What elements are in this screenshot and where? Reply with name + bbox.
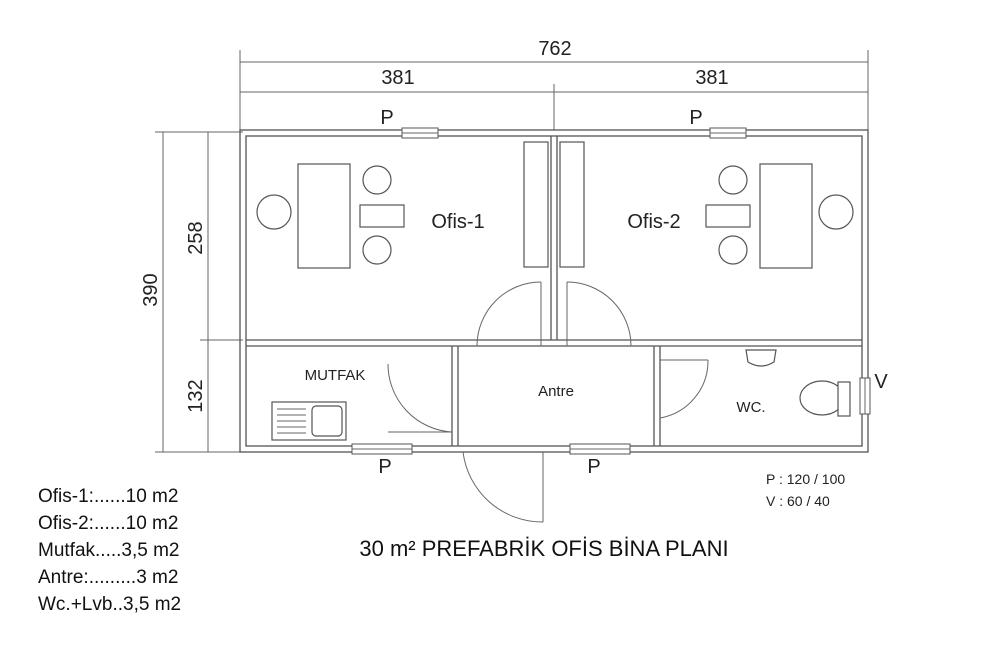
area-item: Antre:.........3 m2 — [38, 567, 178, 588]
room-label-office1: Ofis-1 — [431, 211, 484, 233]
office2-furniture — [559, 141, 854, 269]
dim-total-height: 390 — [140, 273, 162, 306]
plan-title: 30 m² PREFABRİK OFİS BİNA PLANI — [359, 536, 728, 561]
window-size-note: V : 60 / 40 — [766, 493, 830, 509]
room-label-office2: Ofis-2 — [627, 211, 680, 233]
wc-fixtures — [745, 349, 851, 417]
door-swings — [387, 281, 709, 523]
door-marker-entrance: P — [587, 456, 600, 478]
area-item: Ofis-2:......10 m2 — [38, 513, 178, 534]
walls — [239, 129, 869, 453]
area-item: Wc.+Lvb..3,5 m2 — [38, 594, 181, 615]
window-marker-wc: V — [874, 371, 888, 393]
area-item: Mutfak.....3,5 m2 — [38, 540, 180, 561]
dim-right-width: 381 — [695, 67, 728, 89]
dim-lower-height: 132 — [185, 379, 207, 412]
door-size-note: P : 120 / 100 — [766, 471, 845, 487]
office1-furniture — [256, 141, 549, 269]
room-label-kitchen: MUTFAK — [305, 367, 366, 384]
windows — [351, 127, 871, 455]
door-marker-office2: P — [689, 107, 702, 129]
area-item: Ofis-1:......10 m2 — [38, 486, 178, 507]
room-label-wc: WC. — [736, 399, 765, 416]
room-label-hall: Antre — [538, 383, 574, 400]
kitchen-sink — [271, 401, 347, 441]
dim-left-width: 381 — [381, 67, 414, 89]
dim-total-width: 762 — [538, 38, 571, 60]
door-marker-kitchen: P — [378, 456, 391, 478]
area-legend: Ofis-1:......10 m2 Ofis-2:......10 m2 Mu… — [38, 486, 181, 615]
dimension-lines — [155, 50, 869, 453]
dim-upper-height: 258 — [185, 221, 207, 254]
door-marker-office1: P — [380, 107, 393, 129]
